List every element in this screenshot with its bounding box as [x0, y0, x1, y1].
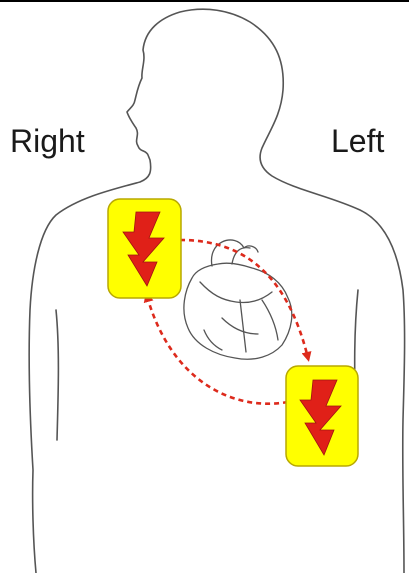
heart-icon [184, 240, 292, 359]
electrode-pad-right [108, 199, 181, 298]
heart-vessels [200, 240, 272, 350]
right-armpit-line [56, 310, 58, 440]
human-torso-outline [29, 9, 404, 573]
left-side-label: Left [331, 123, 384, 159]
right-side-label: Right [10, 123, 85, 159]
heart-chamber-detail [240, 300, 278, 352]
current-arrow-lower [147, 296, 288, 404]
head-and-body-outline [29, 9, 404, 573]
electrode-pad-left [286, 366, 358, 466]
heart-body [184, 263, 292, 359]
